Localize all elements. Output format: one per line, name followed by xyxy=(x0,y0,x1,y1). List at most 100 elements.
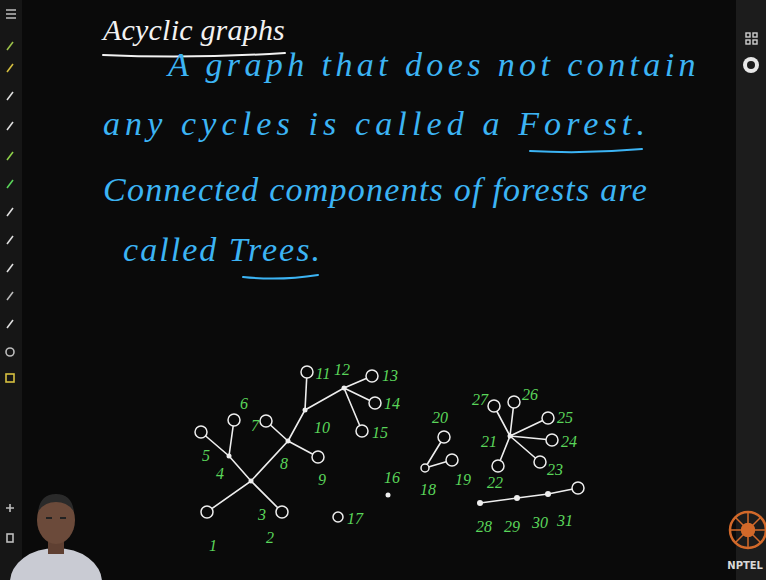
vertex-number: 17 xyxy=(347,509,363,528)
vertex-number: 15 xyxy=(372,423,388,442)
vertex xyxy=(333,512,343,522)
vertex-number: 31 xyxy=(557,511,573,530)
logo-wheel xyxy=(730,512,766,548)
graph-dots xyxy=(227,386,552,507)
vertex-number: 18 xyxy=(420,480,436,499)
presenter-hair xyxy=(38,494,74,512)
vertex xyxy=(534,456,546,468)
underlines xyxy=(103,53,642,279)
vertex-number: 30 xyxy=(532,513,548,532)
vertex-number: 4 xyxy=(216,464,224,483)
logo-spokes xyxy=(730,512,766,548)
pen-icon xyxy=(7,236,13,244)
vertex xyxy=(369,397,381,409)
vertex-number: 28 xyxy=(476,517,492,536)
presenter-video xyxy=(10,494,102,580)
nptel-logo xyxy=(730,512,766,548)
vertex-number: 25 xyxy=(557,408,573,427)
vertex-number: 8 xyxy=(280,454,288,473)
vertex xyxy=(312,451,324,463)
vertex xyxy=(508,396,520,408)
vertex-number: 12 xyxy=(334,360,350,379)
side-icons xyxy=(743,33,759,73)
body-text: Connected components of forests are xyxy=(103,170,648,211)
add-icon xyxy=(6,504,14,512)
graph-edges xyxy=(201,372,578,512)
vertex-number: 13 xyxy=(382,366,398,385)
body-text: A graph that does not contain xyxy=(168,45,700,86)
vertex xyxy=(572,482,584,494)
vertex xyxy=(446,454,458,466)
vertex-number: 29 xyxy=(504,517,520,536)
vertex-dot xyxy=(508,434,513,439)
vertex-dot xyxy=(477,500,483,506)
vertex-dot xyxy=(545,491,551,497)
toolbar-strip xyxy=(0,0,22,580)
vertex-dot xyxy=(227,454,232,459)
eraser-icon xyxy=(7,292,13,300)
presenter-eyes xyxy=(46,517,66,519)
vertex xyxy=(488,400,500,412)
zoom-icon xyxy=(6,348,14,356)
vertex-number: 7 xyxy=(251,416,259,435)
pen-icon xyxy=(7,264,13,272)
vertex-dot xyxy=(514,495,520,501)
pen-icon xyxy=(7,152,13,160)
vertex xyxy=(201,506,213,518)
vertex xyxy=(228,414,240,426)
vertex-number: 21 xyxy=(481,432,497,451)
vertex-number: 9 xyxy=(318,470,326,489)
grid-icon xyxy=(753,40,757,44)
vertex-number: 16 xyxy=(384,468,400,487)
vertex xyxy=(542,412,554,424)
body-text: any cycles is called a Forest. xyxy=(103,104,650,145)
word-underline xyxy=(530,149,642,152)
vertex-number: 6 xyxy=(240,394,248,413)
vertex-dot xyxy=(303,408,308,413)
pen-icon xyxy=(7,208,13,216)
record-icon xyxy=(747,61,755,69)
vertex xyxy=(195,426,207,438)
vertex-dot xyxy=(286,439,291,444)
vertex-number: 1 xyxy=(209,536,217,555)
tree-edges xyxy=(201,372,375,512)
vertex xyxy=(356,425,368,437)
pen-icon xyxy=(7,180,13,188)
vertex-number: 10 xyxy=(314,418,330,437)
slide-title: Acyclic graphs xyxy=(103,12,285,48)
vertex-number: 2 xyxy=(266,528,274,547)
vertex xyxy=(301,366,313,378)
vertex xyxy=(492,460,504,472)
vertex xyxy=(366,370,378,382)
vertex-number: 3 xyxy=(258,505,266,524)
vertex xyxy=(546,434,558,446)
image-icon xyxy=(6,374,14,382)
vertex-number: 27 xyxy=(472,390,488,409)
pen-icon xyxy=(7,42,13,50)
vertex xyxy=(260,415,272,427)
grid-icon xyxy=(753,33,757,37)
pen-icon xyxy=(7,92,13,100)
vertex xyxy=(438,431,450,443)
vertex-number: 23 xyxy=(547,460,563,479)
vertex-number: 5 xyxy=(202,446,210,465)
body-text: called Trees. xyxy=(123,230,322,271)
vertex-number: 26 xyxy=(522,385,538,404)
vertex-number: 11 xyxy=(316,364,331,383)
vertex-number: 24 xyxy=(561,432,577,451)
graph-vertices xyxy=(195,366,584,522)
logo-text: NPTEL xyxy=(727,560,763,572)
vertex-number: 20 xyxy=(432,408,448,427)
vertex-dot xyxy=(386,493,391,498)
vertex-number: 14 xyxy=(384,394,400,413)
vertex-dot xyxy=(342,386,347,391)
record-icon xyxy=(743,57,759,73)
pen-icon xyxy=(7,64,13,72)
grid-icon xyxy=(746,33,750,37)
grid-icon xyxy=(746,40,750,44)
vertex-dot xyxy=(249,479,254,484)
pen-icon xyxy=(7,320,13,328)
menu-icon xyxy=(6,10,16,18)
